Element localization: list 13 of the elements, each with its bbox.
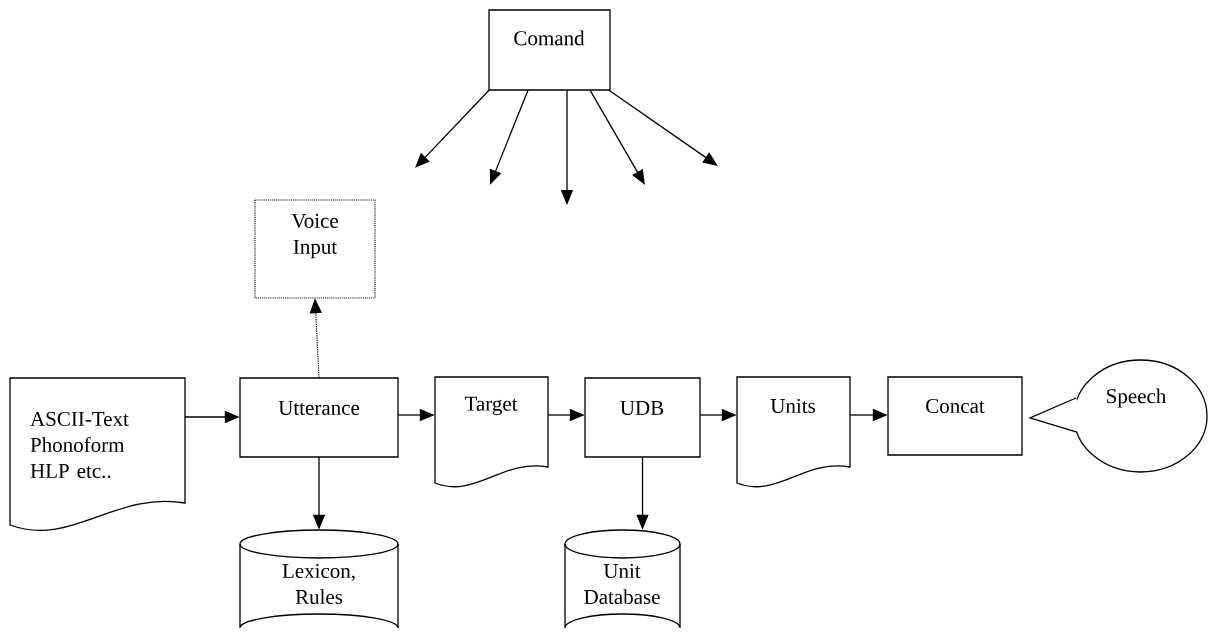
database-cylinder: Lexicon, Rules: [239, 529, 399, 629]
database-cylinder: Unit Database: [564, 529, 681, 629]
dotted-box: Voice Input: [254, 199, 376, 299]
arrow: [415, 89, 490, 168]
node-label: Unit Database: [584, 563, 660, 605]
process-box: UDB: [584, 377, 701, 458]
speech-bubble: Speech: [1028, 359, 1208, 473]
node-label: Lexicon, Rules: [282, 563, 355, 605]
process-box: Concat: [887, 376, 1023, 456]
arrow: [608, 89, 718, 166]
arrow: [589, 89, 645, 185]
process-box: Utterance: [239, 377, 399, 458]
process-box: Comand: [488, 9, 611, 91]
